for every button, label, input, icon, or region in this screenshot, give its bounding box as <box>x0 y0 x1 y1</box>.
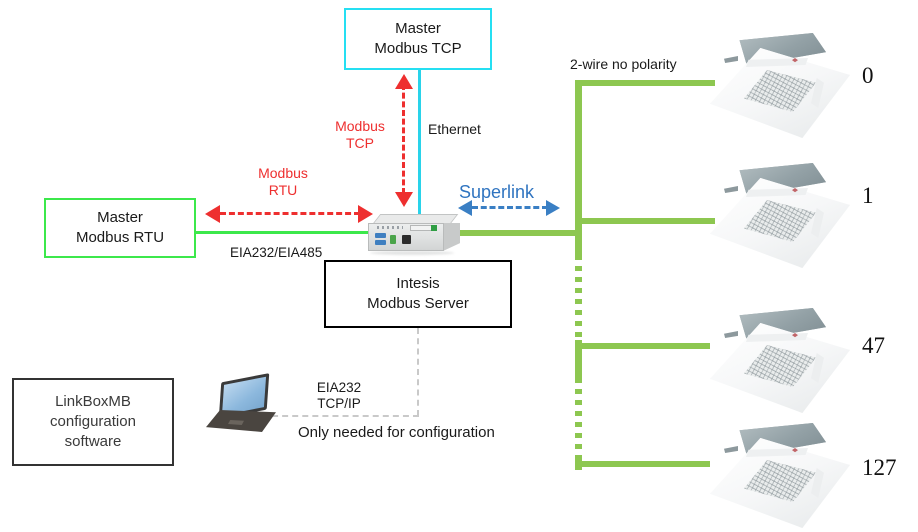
unit-air-vane-top <box>746 333 808 342</box>
indoor-unit-47-image <box>706 305 856 417</box>
indoor-unit-127-address: 127 <box>862 455 897 480</box>
unit-pipe-stub <box>724 446 738 453</box>
linkbox-line1: LinkBoxMB <box>55 393 131 411</box>
modbus-tcp-arrow-head-down <box>395 192 413 207</box>
modbus-rtu-protocol-label: Modbus RTU <box>252 165 314 199</box>
modbus-rtu-protocol-line1: Modbus <box>258 165 308 181</box>
only-needed-for-configuration-label: Only needed for configuration <box>298 424 495 441</box>
indoor-unit-0-image <box>706 30 856 142</box>
device-green-marker-icon <box>431 225 437 231</box>
unit-brand-logo-icon <box>792 188 812 195</box>
modbus-tcp-protocol-label: Modbus TCP <box>330 118 390 152</box>
two-wire-no-polarity-label: 2-wire no polarity <box>570 56 677 72</box>
superlink-arrow-shaft <box>472 206 548 209</box>
master-modbus-tcp-line1: Master <box>395 20 441 38</box>
intesis-modbus-server-box: Intesis Modbus Server <box>324 260 512 328</box>
modbus-tcp-protocol-line2: TCP <box>346 135 374 152</box>
unit-pipe-stub <box>724 186 738 193</box>
device-terminal-block-icon <box>390 235 396 244</box>
master-modbus-rtu-line1: Master <box>97 209 143 227</box>
modbus-tcp-protocol-line1: Modbus <box>335 118 385 134</box>
unit-air-vane-top <box>746 188 808 197</box>
modbus-tcp-arrow-shaft <box>402 84 405 194</box>
superlink-bus-branch-unit-1 <box>575 218 715 224</box>
device-side-face <box>443 223 460 251</box>
configuration-laptop-image <box>206 373 276 440</box>
configuration-link-horizontal <box>262 415 419 417</box>
diagram-canvas: Master Modbus TCP Master Modbus RTU Inte… <box>12 8 897 528</box>
eia232-eia485-label: EIA232/EIA485 <box>230 245 323 260</box>
intesis-gateway-device-image <box>368 214 460 258</box>
configuration-link-line2: TCP/IP <box>317 396 361 412</box>
unit-air-vane-top <box>746 448 808 457</box>
master-modbus-rtu-box: Master Modbus RTU <box>44 198 196 258</box>
superlink-bus-device-drop <box>452 230 580 236</box>
superlink-bus-continuation-upper <box>575 255 582 340</box>
linkbox-line2: configuration <box>50 413 136 431</box>
unit-pipe-stub <box>724 56 738 63</box>
device-led-strip-icon <box>377 226 403 229</box>
superlink-bus-branch-unit-47 <box>575 343 710 349</box>
unit-brand-logo-icon <box>792 448 812 455</box>
master-modbus-tcp-line2: Modbus TCP <box>374 40 462 57</box>
modbus-tcp-arrow-head-up <box>395 74 413 89</box>
device-ethernet-port-icon <box>402 235 411 244</box>
unit-air-vane-top <box>746 58 808 67</box>
intesis-line2: Modbus Server <box>367 295 469 312</box>
intesis-line1: Intesis <box>396 275 440 293</box>
superlink-arrow-head-right <box>546 200 560 216</box>
ethernet-label: Ethernet <box>428 121 481 137</box>
linkboxmb-software-box: LinkBoxMB configuration software <box>12 378 174 466</box>
indoor-unit-127-image <box>706 420 856 532</box>
device-serial-port-2-icon <box>375 240 386 245</box>
superlink-label: Superlink <box>459 182 535 202</box>
unit-pipe-stub <box>724 331 738 338</box>
master-modbus-rtu-line2: Modbus RTU <box>75 229 165 246</box>
unit-brand-logo-icon <box>792 58 812 65</box>
configuration-link-line1: EIA232 <box>316 380 362 395</box>
linkbox-line3: software <box>64 432 122 450</box>
superlink-bus-branch-unit-127 <box>575 461 710 467</box>
unit-brand-logo-icon <box>792 333 812 340</box>
superlink-arrow-head-left <box>458 200 472 216</box>
modbus-rtu-arrow-head-right <box>358 205 373 223</box>
device-shadow <box>370 251 454 255</box>
modbus-rtu-arrow-head-left <box>205 205 220 223</box>
device-serial-port-1-icon <box>375 233 386 238</box>
indoor-unit-0-address: 0 <box>862 63 874 88</box>
modbus-rtu-link-line <box>196 231 372 234</box>
indoor-unit-1-address: 1 <box>862 183 874 208</box>
superlink-bus-branch-unit-0 <box>575 80 715 86</box>
configuration-link-vertical <box>417 328 419 416</box>
modbus-rtu-arrow-shaft <box>220 212 360 215</box>
master-modbus-tcp-box: Master Modbus TCP <box>344 8 492 70</box>
modbus-rtu-protocol-line2: RTU <box>268 182 298 199</box>
laptop-touchpad <box>228 420 244 425</box>
indoor-unit-1-image <box>706 160 856 272</box>
indoor-unit-47-address: 47 <box>862 333 885 358</box>
ethernet-link-line <box>418 70 421 216</box>
superlink-bus-continuation-lower <box>575 378 582 458</box>
configuration-link-label: EIA232 TCP/IP <box>303 380 375 413</box>
